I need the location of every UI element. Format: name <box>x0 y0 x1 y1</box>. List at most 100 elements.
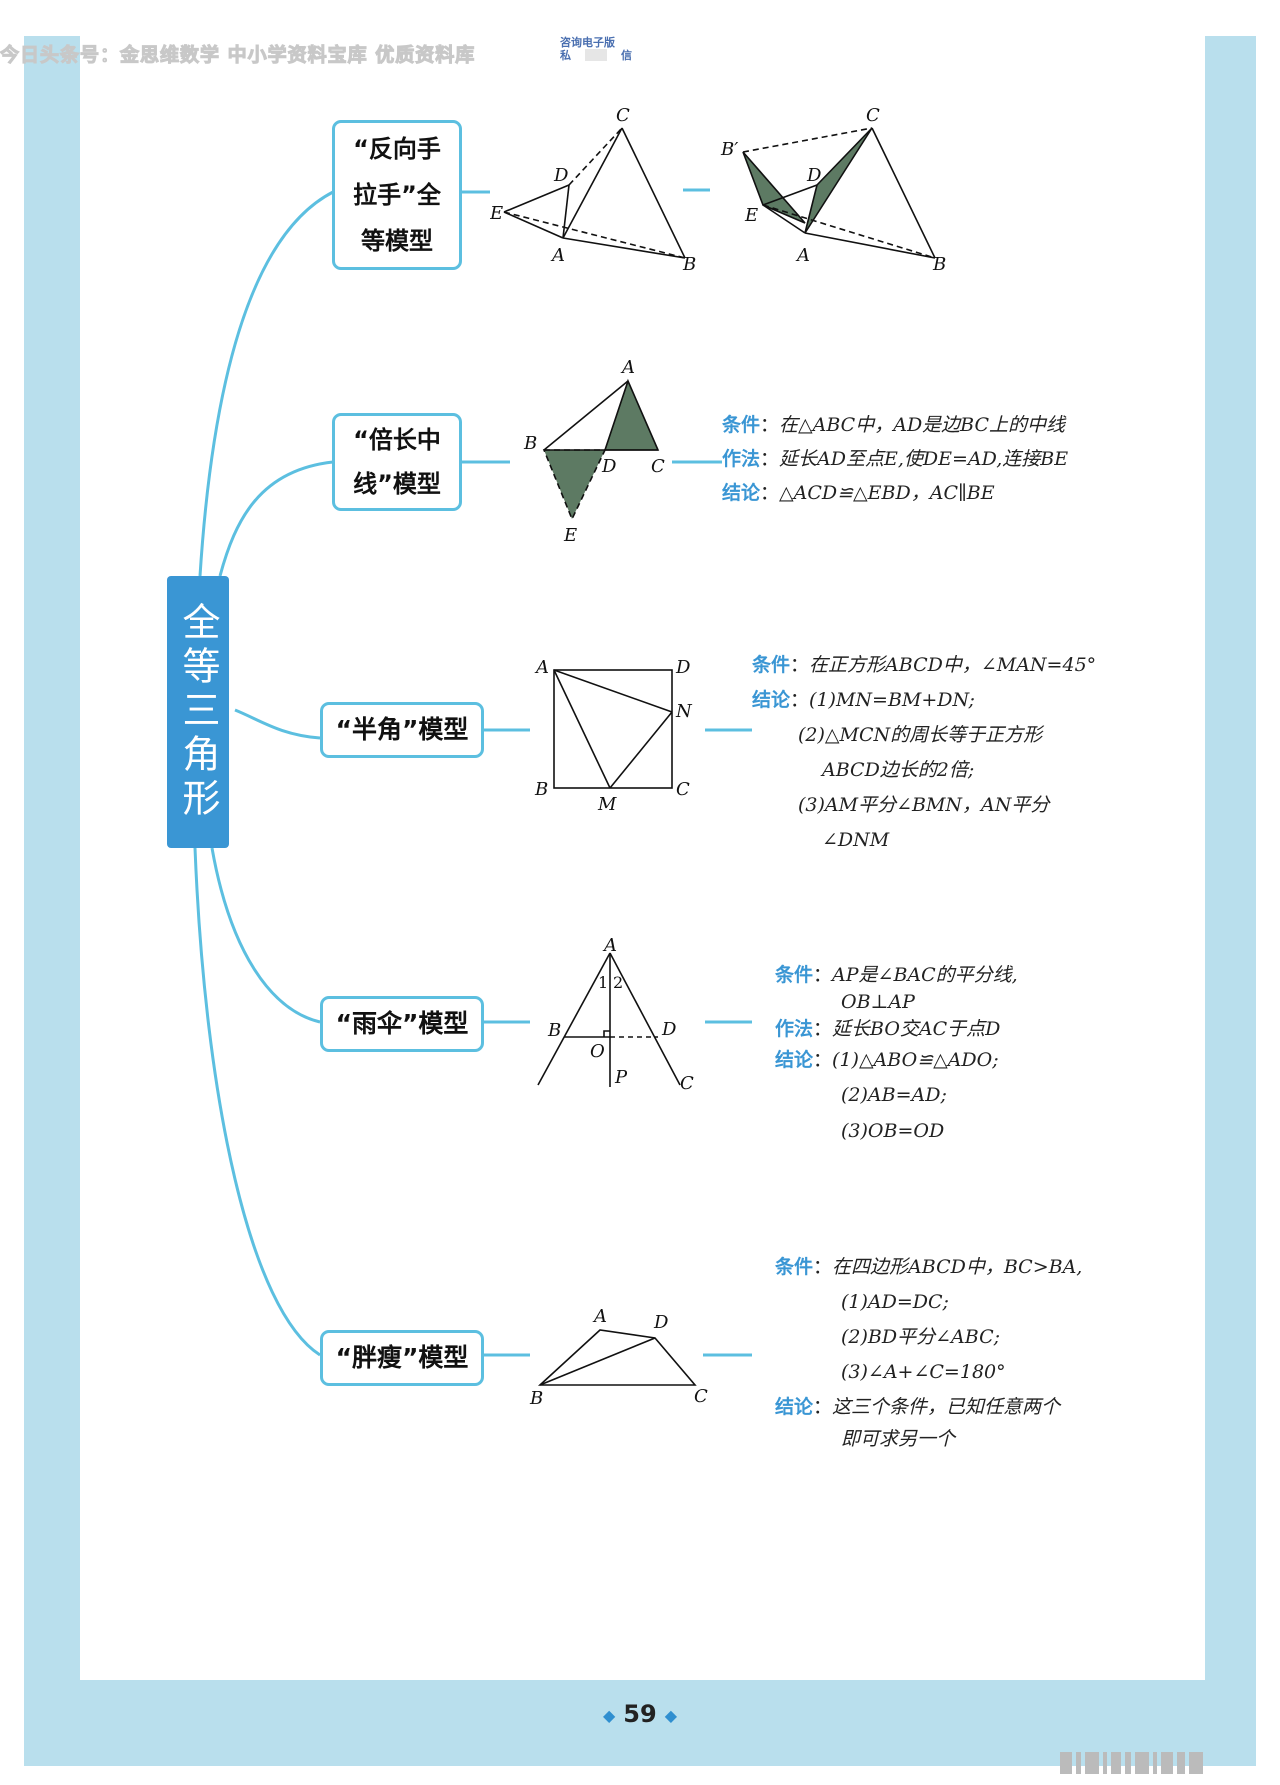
figure-3: A D N B M C <box>534 657 693 815</box>
fat-thin-conclusion-a: 这三个条件，已知任意两个 <box>832 1396 1061 1418</box>
barcode-mark <box>1060 1752 1203 1774</box>
figure-1a: C D E A B <box>490 105 696 275</box>
page-number: ◆ 59 ◆ <box>590 1700 690 1728</box>
label-conclusion: 结论 <box>775 1396 814 1418</box>
figure-4: A 1 2 B O D P C <box>537 935 694 1094</box>
fig1b-label-Bprime: B′ <box>720 139 738 160</box>
info-double-median: 条件：在△ABC中，AD是边BC上的中线 作法：延长AD至点E,使DE=AD,连… <box>722 414 1069 504</box>
model-box-umbrella: “雨伞”模型 <box>320 996 484 1052</box>
figure-1b: C B′ D E A B <box>720 105 946 275</box>
half-angle-conclusion-1: (1)MN=BM+DN; <box>809 689 975 711</box>
umbrella-conclusion-1: (1)△ABO≌△ADO; <box>832 1049 999 1071</box>
label-condition: 条件 <box>775 964 814 986</box>
fig2-label-E: E <box>563 525 577 546</box>
fig3-label-M: M <box>597 794 617 815</box>
half-angle-conclusion-3b: ∠DNM <box>822 829 890 851</box>
fig1b-label-A: A <box>795 245 810 266</box>
watermark-badge-box <box>585 49 607 61</box>
connector-to-model-3 <box>234 708 321 740</box>
connector-to-model-2 <box>218 460 334 577</box>
model-name-5: “胖瘦”模型 <box>335 1343 469 1372</box>
model-name-3: “半角”模型 <box>335 715 469 744</box>
fat-thin-condition-1: (1)AD=DC; <box>841 1291 949 1313</box>
label-condition: 条件 <box>775 1256 814 1278</box>
bottom-border-band <box>24 1680 1256 1766</box>
model-box-half-angle: “半角”模型 <box>320 702 484 758</box>
fat-thin-condition-2: (2)BD平分∠ABC; <box>841 1326 1001 1348</box>
info-fat-thin: 条件：在四边形ABCD中，BC>BA, (1)AD=DC; (2)BD平分∠AB… <box>775 1250 1082 1453</box>
diamond-icon: ◆ <box>664 1705 678 1725</box>
label-method: 作法 <box>775 1018 814 1040</box>
right-border-band <box>1205 36 1256 1766</box>
fig1a-label-C: C <box>616 105 630 126</box>
watermark-badge-private: 私 <box>560 49 571 62</box>
fig3-label-D: D <box>675 657 691 678</box>
fig5-label-B: B <box>529 1388 543 1409</box>
model-name-1: “反向手拉手”全等模型 <box>353 135 441 255</box>
fat-thin-condition-3: (3)∠A+∠C=180° <box>841 1361 1006 1383</box>
fig1a-label-B: B <box>682 254 696 275</box>
umbrella-conclusion-2: (2)AB=AD; <box>841 1084 947 1106</box>
label-conclusion: 结论 <box>775 1049 814 1071</box>
fig4-label-1: 1 <box>598 973 608 992</box>
fig4-label-O: O <box>590 1041 605 1062</box>
watermark-badge: 咨询电子版 私 信 <box>560 36 632 62</box>
label-conclusion: 结论 <box>752 689 791 711</box>
fig3-label-A: A <box>534 657 549 678</box>
double-median-conclusion: △ACD≌△EBD，AC∥BE <box>779 482 995 504</box>
watermark-badge-line1: 咨询电子版 <box>560 36 615 49</box>
umbrella-condition-b: OB⊥AP <box>841 991 915 1013</box>
fig4-label-2: 2 <box>613 973 623 992</box>
fat-thin-conclusion-b: 即可求另一个 <box>841 1428 956 1450</box>
fig3-label-N: N <box>675 701 693 722</box>
left-border-band <box>24 36 80 1766</box>
double-median-condition: 在△ABC中，AD是边BC上的中线 <box>779 414 1066 436</box>
info-umbrella: 条件：AP是∠BAC的平分线, OB⊥AP 作法：延长BO交AC于点D 结论：(… <box>775 962 1018 1149</box>
fig1a-label-A: A <box>550 245 565 266</box>
fig5-label-C: C <box>694 1386 708 1407</box>
fig4-label-C: C <box>680 1073 694 1094</box>
label-condition: 条件 <box>722 414 761 436</box>
fig2-label-D: D <box>601 456 617 477</box>
info-half-angle: 条件：在正方形ABCD中，∠MAN=45° 结论：(1)MN=BM+DN; (2… <box>752 648 1096 858</box>
figure-5: A D B C <box>529 1306 708 1409</box>
fig1b-label-C: C <box>866 105 880 126</box>
watermark-badge-letter: 信 <box>621 49 632 62</box>
fig1b-label-B: B <box>932 254 946 275</box>
model-box-double-median: “倍长中线”模型 <box>332 413 462 511</box>
half-angle-conclusion-2a: (2)△MCN的周长等于正方形 <box>798 724 1043 746</box>
fig1b-label-E: E <box>744 205 758 226</box>
fat-thin-condition-a: 在四边形ABCD中，BC>BA, <box>832 1256 1083 1278</box>
label-method: 作法 <box>722 448 761 470</box>
fig1b-label-D: D <box>806 165 822 186</box>
fig4-label-B: B <box>547 1020 561 1041</box>
spine-title: 全等三角形 <box>167 576 229 848</box>
umbrella-condition-a: AP是∠BAC的平分线, <box>832 964 1018 986</box>
umbrella-conclusion-3: (3)OB=OD <box>841 1120 945 1142</box>
half-angle-conclusion-2b: ABCD边长的2倍; <box>822 759 975 781</box>
label-condition: 条件 <box>752 654 791 676</box>
fig3-label-B: B <box>534 779 548 800</box>
connector-to-model-4 <box>210 847 321 1024</box>
model-box-fat-thin: “胖瘦”模型 <box>320 1330 484 1386</box>
connector-to-model-5 <box>193 847 321 1357</box>
half-angle-conclusion-3a: (3)AM平分∠BMN，AN平分 <box>798 794 1050 816</box>
double-median-method: 延长AD至点E,使DE=AD,连接BE <box>779 448 1069 470</box>
fig2-label-A: A <box>620 357 635 378</box>
model-name-4: “雨伞”模型 <box>335 1009 469 1038</box>
diamond-icon: ◆ <box>602 1705 616 1725</box>
fig1a-label-E: E <box>490 203 503 224</box>
half-angle-condition: 在正方形ABCD中，∠MAN=45° <box>809 654 1097 676</box>
label-conclusion: 结论 <box>722 482 761 504</box>
fig3-label-C: C <box>676 779 690 800</box>
model-name-2: “倍长中线”模型 <box>353 426 441 498</box>
watermark-text: 今日头条号：金思维数学 中小学资料宝库 优质资料库 <box>0 44 476 67</box>
fig4-label-P: P <box>614 1067 628 1088</box>
fig4-label-D: D <box>661 1019 677 1040</box>
figure-2: A B D C E <box>523 357 665 546</box>
fig5-label-D: D <box>653 1312 669 1333</box>
page-number-value: 59 <box>623 1700 657 1728</box>
model-box-reverse-hand-in-hand: “反向手拉手”全等模型 <box>332 120 462 270</box>
umbrella-method: 延长BO交AC于点D <box>832 1018 1001 1040</box>
